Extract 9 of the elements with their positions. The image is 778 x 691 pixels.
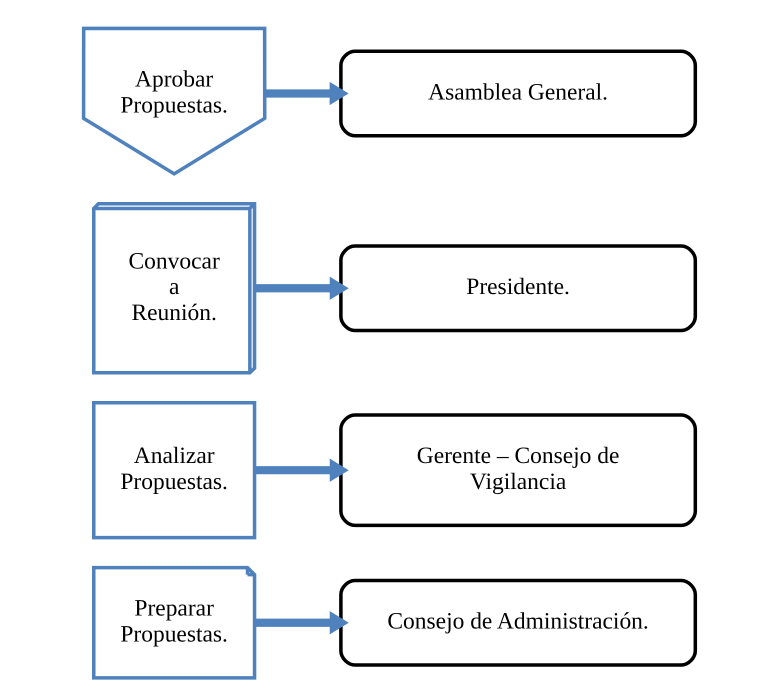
node-box: Presidente. <box>338 244 697 332</box>
arrow <box>254 276 348 300</box>
node-box: Analizar Propuestas. <box>92 400 256 540</box>
arrow <box>254 611 348 634</box>
arrow <box>254 458 348 482</box>
node-box: Gerente – Consejo de Vigilancia <box>338 413 697 528</box>
node-box: Consejo de Administración. <box>338 578 697 667</box>
node-box: Asamblea General. <box>338 49 697 138</box>
arrow <box>264 82 348 106</box>
